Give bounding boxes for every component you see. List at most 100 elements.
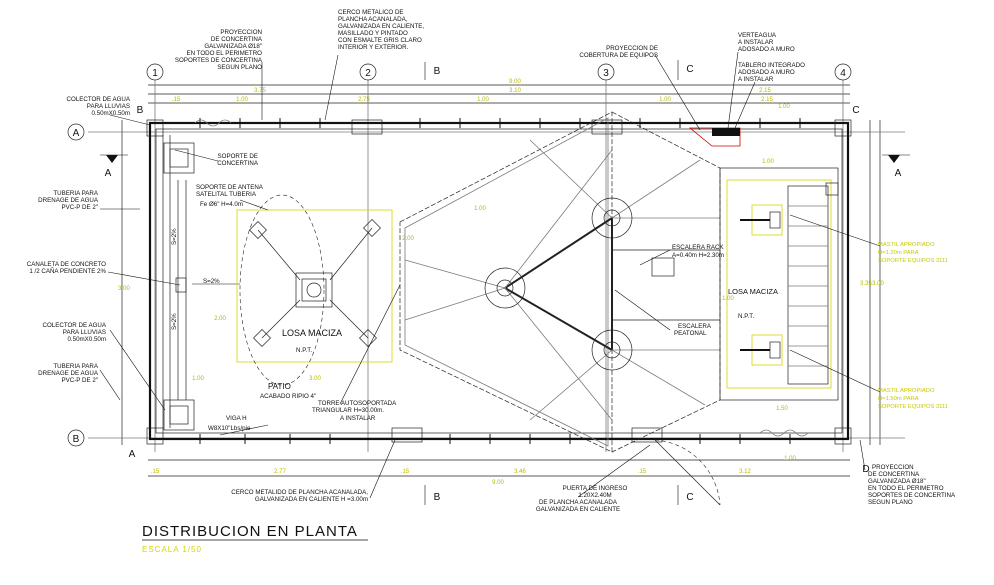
slope-label-lower: S=2% [171,313,178,330]
svg-text:PEATONAL: PEATONAL [674,330,707,337]
svg-text:GALVANIZADA Ø18": GALVANIZADA Ø18" [204,43,262,50]
axis-bubble-4 [834,63,852,81]
axis-label-B: B [73,434,80,445]
dim-top-row-4: 1.00 [477,97,489,103]
dim-top-row-7: 1.00 [778,104,790,110]
entrance-gate [654,439,721,506]
svg-text:GALVANIZADA Ø18": GALVANIZADA Ø18" [868,478,926,485]
canaleta: S=2% S=2% S=2% [163,142,240,431]
note-verteagua: VERTEAGUA A INSTALAR ADOSADO A MURO [738,32,795,53]
svg-text:DRENAGE DE AGUA: DRENAGE DE AGUA [38,370,99,377]
right-slab [719,167,839,401]
svg-text:PATIO: PATIO [268,382,291,391]
note-soporte-antena: SOPORTE DE ANTENA SATELITAL TUBERIA Fe Ø… [196,184,264,208]
svg-text:ACABADO RIPIO 4": ACABADO RIPIO 4" [260,393,316,400]
svg-text:TUBERIA PARA: TUBERIA PARA [53,363,98,370]
section-B-top: B [434,66,441,77]
svg-text:W8X10"Lbs/pie: W8X10"Lbs/pie [208,425,251,432]
note-escalera-peatonal: ESCALERA PEATONAL [674,323,712,337]
note-cerco-bottom: CERCO METALIDO DE PLANCHA ACANALADA, GAL… [231,489,368,503]
corner-C-tr: C [852,105,859,116]
dim-inner-7: 1.00 [722,296,734,302]
dim-top-sub-1: 3.75 [254,88,266,94]
svg-text:H=1.50m PARA: H=1.50m PARA [878,396,919,402]
svg-text:TUBERIA PARA: TUBERIA PARA [53,190,98,197]
dim-top-sub-2: 3.10 [509,88,521,94]
drawing-scale: ESCALA 1/50 [142,545,202,554]
npt-right: N.P.T. [738,313,754,320]
svg-text:MASILLADO Y PINTADO: MASILLADO Y PINTADO [338,30,408,37]
svg-text:CANALETA DE CONCRETO: CANALETA DE CONCRETO [27,261,106,268]
svg-text:GALVANIZADA EN CALIENTE H =3.0: GALVANIZADA EN CALIENTE H =3.00m [255,496,368,503]
svg-text:PARA LLUVIAS: PARA LLUVIAS [63,329,106,336]
svg-text:H=1.20m PARA: H=1.20m PARA [878,250,919,256]
perimeter-fence [146,118,852,445]
axis-label-A: A [73,128,80,139]
axis-label-3: 3 [603,68,609,79]
tower [399,111,721,453]
dim-bottom-row-6: 3.12 [739,469,751,475]
dim-inner-4: 2.00 [402,236,414,242]
svg-text:TRIANGULAR H=30.00m.: TRIANGULAR H=30.00m. [312,407,384,414]
svg-text:SOPORTES DE CONCERTINA: SOPORTES DE CONCERTINA [868,492,956,499]
note-tuberia-bottom: TUBERIA PARA DRENAGE DE AGUA PVC-P DE 2" [38,363,99,384]
slope-label-upper: S=2% [171,228,178,245]
axis-label-1: 1 [152,68,158,79]
svg-text:0.50mX0.50m: 0.50mX0.50m [67,336,106,343]
svg-text:PVC-P DE 2": PVC-P DE 2" [62,377,98,384]
svg-text:DE CONCERTINA: DE CONCERTINA [211,36,263,43]
svg-text:VERTEAGUA: VERTEAGUA [738,32,777,39]
svg-text:SOPORTE DE ANTENA: SOPORTE DE ANTENA [196,184,264,191]
dim-top-sub-3: 2.15 [759,88,771,94]
dim-bottom-row-3: .15 [401,469,410,475]
svg-text:A=0.40m H=2.30m: A=0.40m H=2.30m [672,252,724,259]
svg-text:TORRE AUTOSOPORTADA: TORRE AUTOSOPORTADA [318,400,397,407]
dim-top-total: 9.00 [509,79,521,85]
svg-text:PLANCHA ACANALADA,: PLANCHA ACANALADA, [338,16,408,23]
dim-inner-3: 1.00 [192,376,204,382]
dim-bottom-row-1: .15 [151,469,160,475]
dim-bottom-row-5: .15 [638,469,647,475]
dimension-texts: 9.00 3.75 3.10 2.15 .15 1.00 2.75 1.00 1… [118,79,884,486]
axis-bubble-2 [359,63,377,81]
note-patio: PATIO ACABADO RIPIO 4" [260,382,316,400]
note-canaleta: CANALETA DE CONCRETO 1 /2 CAÑA PENDIENTE… [27,261,107,275]
svg-text:INTERIOR Y EXTERIOR.: INTERIOR Y EXTERIOR. [338,44,409,51]
svg-text:VIGA H: VIGA H [226,415,247,422]
svg-text:1 /2 CAÑA PENDIENTE 2%: 1 /2 CAÑA PENDIENTE 2% [29,268,106,275]
note-proyeccion-concertina-bottom: PROYECCION DE CONCERTINA GALVANIZADA Ø18… [868,464,956,506]
dim-bottom-row-2: 2.77 [274,469,286,475]
axis-bubbles: 1 2 3 4 A B [67,63,852,447]
note-escalera-rack: ESCALERA RACK A=0.40m H=2.30m [672,244,724,259]
note-puerta: PUERTA DE INGRESO 1.20X2.40M DE PLANCHA … [536,485,628,513]
note-mastil-2: MASTIL APROPIADO H=1.50m PARA SOPORTE EQ… [878,388,948,410]
note-colector-bottom: COLECTOR DE AGUA PARA LLUVIAS 0.50mX0.50… [43,322,107,343]
losa-maciza-right: LOSA MACIZA [728,287,778,296]
dim-top-row-3: 2.75 [358,97,370,103]
corner-A-bl: A [129,449,136,460]
axis-bubble-1 [146,63,164,81]
axis-bubble-B [67,429,85,447]
annotations: PROYECCION DE CONCERTINA GALVANIZADA Ø18… [27,9,956,513]
losa-maciza-left: LOSA MACIZA [282,328,342,338]
svg-text:GALVANIZADA EN CALIENTE,: GALVANIZADA EN CALIENTE, [338,23,424,30]
svg-text:A INSTALAR: A INSTALAR [738,39,774,46]
dim-bottom-total: 9.00 [492,480,504,486]
left-slab [236,194,393,386]
corner-B-tl: B [137,105,144,116]
section-A-right: A [895,168,902,179]
dim-inner-5: 1.00 [762,159,774,165]
svg-text:MASTIL APROPIADO: MASTIL APROPIADO [878,242,935,248]
section-markers: A A B B C C B C A D [100,60,910,505]
dim-top-row-2: 1.00 [236,97,248,103]
svg-text:PVC-P DE 2": PVC-P DE 2" [62,204,98,211]
svg-text:ADOSADO A MURO: ADOSADO A MURO [738,69,795,76]
section-B-bottom: B [434,492,441,503]
svg-text:CON ESMALTE GRIS CLARO: CON ESMALTE GRIS CLARO [338,37,422,44]
svg-text:1.20X2.40M: 1.20X2.40M [578,492,611,499]
svg-text:A INSTALAR: A INSTALAR [738,76,774,83]
note-proyeccion-concertina-top: PROYECCION DE CONCERTINA GALVANIZADA Ø18… [175,29,263,71]
section-C-bottom: C [686,492,693,503]
svg-text:CONCERTINA: CONCERTINA [217,160,259,167]
